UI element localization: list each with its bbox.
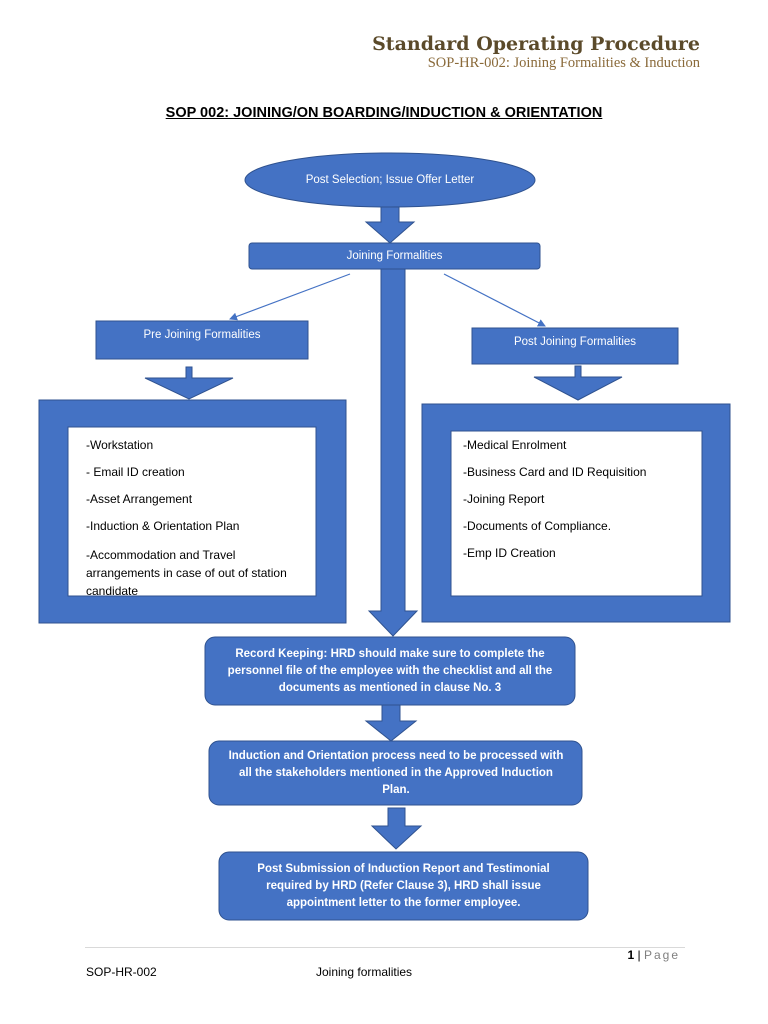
post-list-panel bbox=[450, 430, 703, 597]
post-submission-shape bbox=[218, 851, 589, 921]
footer-code: SOP-HR-002 bbox=[86, 965, 157, 979]
arrow-joining-to-record bbox=[367, 268, 419, 637]
list-item: -Asset Arrangement bbox=[86, 492, 193, 506]
footer-name: Joining formalities bbox=[316, 965, 413, 979]
post-joining-shape bbox=[471, 327, 679, 365]
arrow-induction-to-submission bbox=[370, 807, 423, 850]
pre-list-panel bbox=[67, 426, 317, 597]
footer-divider bbox=[85, 947, 685, 948]
list-item: -Induction & Orientation Plan bbox=[86, 519, 240, 533]
page-separator: | bbox=[634, 948, 644, 962]
arrow-start-to-joining bbox=[364, 206, 416, 244]
list-item: -Business Card and ID Requisition bbox=[463, 465, 647, 479]
pre-joining-shape bbox=[95, 320, 309, 360]
header-subtitle: SOP-HR-002: Joining Formalities & Induct… bbox=[427, 55, 700, 71]
document-title: SOP 002: JOINING/ON BOARDING/INDUCTION &… bbox=[165, 105, 603, 121]
start-node-label: Post Selection; Issue Offer Letter bbox=[305, 173, 475, 186]
record-keeping-label: Record Keeping: HRD should make sure to … bbox=[227, 647, 553, 694]
post-joining-label: Post Joining Formalities bbox=[513, 335, 637, 348]
post-joining-list: -Medical Enrolment -Business Card and ID… bbox=[463, 438, 699, 573]
joining-formalities-label: Joining Formalities bbox=[346, 249, 443, 262]
arrow-post-to-list bbox=[533, 365, 623, 401]
page-number: 1 | Page bbox=[627, 948, 680, 962]
list-item: - Email ID creation bbox=[86, 465, 185, 479]
header-title: Standard Operating Procedure bbox=[372, 33, 700, 55]
arrow-pre-to-list bbox=[144, 366, 234, 400]
post-submission-label: Post Submission of Induction Report and … bbox=[257, 862, 550, 909]
list-item: -Accommodation and Travel arrangements i… bbox=[86, 548, 287, 598]
pre-joining-label: Pre Joining Formalities bbox=[143, 328, 261, 341]
pre-joining-list: -Workstation - Email ID creation -Asset … bbox=[86, 438, 312, 612]
induction-shape bbox=[208, 740, 583, 806]
page-number-value: 1 bbox=[627, 948, 635, 962]
page-label: Page bbox=[643, 948, 680, 962]
list-item: -Documents of Compliance. bbox=[463, 519, 612, 533]
list-item: -Joining Report bbox=[463, 492, 545, 506]
arrow-record-to-induction bbox=[364, 704, 418, 742]
list-item: -Medical Enrolment bbox=[463, 438, 567, 452]
list-item: -Workstation bbox=[86, 438, 154, 452]
arrow-to-pre-joining bbox=[229, 273, 351, 321]
induction-label: Induction and Orientation process need t… bbox=[228, 749, 564, 796]
list-item: -Emp ID Creation bbox=[463, 546, 556, 560]
arrow-to-post-joining bbox=[443, 273, 546, 327]
